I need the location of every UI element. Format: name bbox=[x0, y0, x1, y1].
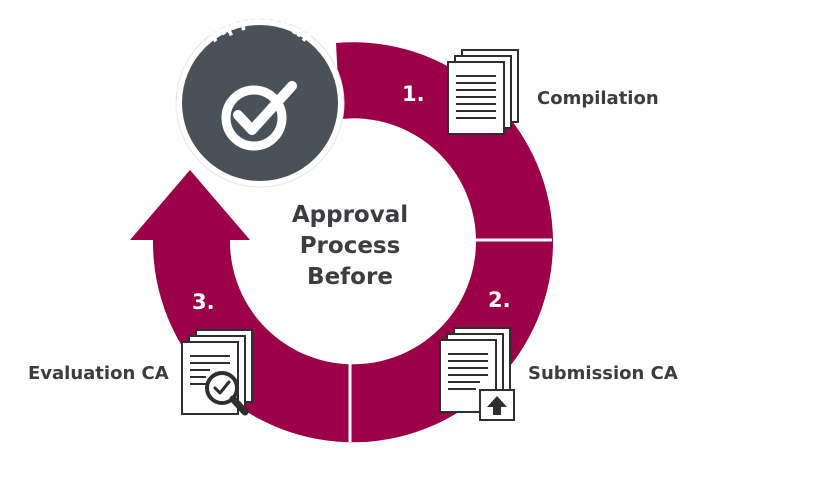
magnifier-icon bbox=[205, 371, 249, 416]
documents-upload-icon bbox=[439, 327, 515, 421]
upload-arrow-icon bbox=[479, 389, 515, 421]
step-1-label: Compilation bbox=[537, 88, 659, 109]
documents-icon bbox=[447, 49, 519, 135]
center-title-line-1: Approval bbox=[291, 202, 409, 228]
checkmark-icon bbox=[221, 81, 297, 151]
step-1-number: 1. bbox=[402, 82, 425, 106]
step-3-label: Evaluation CA bbox=[28, 363, 169, 384]
cycle-arrow bbox=[130, 170, 250, 240]
approval-badge: Approval bbox=[175, 5, 345, 188]
center-title: Approval Process Before bbox=[250, 200, 450, 293]
step-3-number: 3. bbox=[192, 290, 215, 314]
center-title-line-2: Process bbox=[299, 233, 401, 259]
step-2-label: Submission CA bbox=[528, 363, 678, 384]
center-title-line-3: Before bbox=[307, 264, 393, 290]
documents-magnifier-icon bbox=[181, 329, 253, 416]
step-2-number: 2. bbox=[488, 288, 511, 312]
